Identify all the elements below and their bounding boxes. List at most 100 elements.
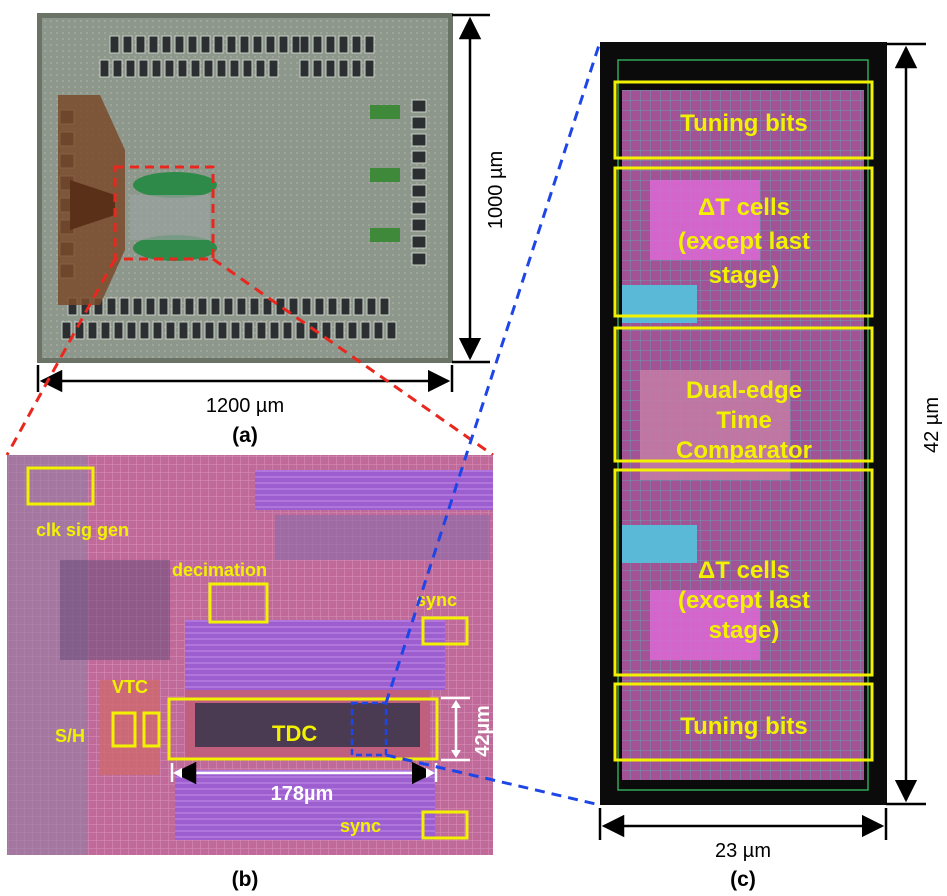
- bond-pad: [366, 297, 377, 316]
- bond-pad: [165, 321, 176, 340]
- bond-pad: [113, 321, 124, 340]
- bond-pad: [334, 321, 345, 340]
- bond-pad: [126, 321, 137, 340]
- bond-pad: [299, 59, 310, 78]
- sh-box-1: [111, 711, 137, 748]
- sync-top-box: [421, 616, 469, 646]
- bond-pad: [411, 201, 427, 215]
- bond-pad: [177, 59, 188, 78]
- bond-pad: [288, 297, 299, 316]
- bond-pad: [119, 297, 130, 316]
- bond-pad: [164, 59, 175, 78]
- bond-pad: [203, 59, 214, 78]
- bond-pad: [411, 116, 427, 130]
- tdc-cell-zoom-box: [350, 701, 388, 757]
- tuning-bits-bottom-box: [613, 682, 874, 762]
- bond-pad: [265, 35, 276, 54]
- bond-pad: [312, 35, 323, 54]
- bond-pad: [100, 321, 111, 340]
- top-pads: [99, 35, 375, 78]
- bond-pad: [239, 35, 250, 54]
- bond-pad: [204, 321, 215, 340]
- die-photo: [37, 13, 453, 363]
- tdc-label: TDC: [272, 721, 317, 746]
- bond-pad: [139, 321, 150, 340]
- caption-c: (c): [730, 868, 756, 891]
- bond-pad: [411, 167, 427, 181]
- bond-pad: [99, 59, 110, 78]
- tuning-bits-top-box: [613, 80, 874, 160]
- decimation-box: [208, 582, 269, 624]
- bond-pad: [353, 297, 364, 316]
- layout-view: [7, 455, 493, 855]
- bond-pad: [138, 59, 149, 78]
- bond-pad: [411, 252, 427, 266]
- zoom-line-left: [5, 258, 117, 456]
- bond-pad: [109, 35, 120, 54]
- cell-width-label: 23 µm: [715, 840, 771, 862]
- sync-bottom-label: sync: [340, 816, 381, 836]
- bond-pad: [158, 297, 169, 316]
- tdc-width-label: 178µm: [271, 783, 334, 805]
- bond-pad: [106, 297, 117, 316]
- caption-b: (b): [232, 868, 259, 891]
- bond-pad: [268, 59, 279, 78]
- bond-pad: [347, 321, 358, 340]
- bond-pad: [217, 321, 228, 340]
- bond-pad: [236, 297, 247, 316]
- bond-pad: [411, 150, 427, 164]
- bond-pad: [379, 297, 390, 316]
- bond-pad: [411, 218, 427, 232]
- bond-pad: [210, 297, 221, 316]
- bond-pad: [226, 35, 237, 54]
- zoom-line-right: [212, 257, 494, 457]
- sync-bottom-box: [421, 810, 469, 840]
- bond-pad: [301, 297, 312, 316]
- bond-pad: [338, 35, 349, 54]
- bond-pad: [223, 297, 234, 316]
- vtc-label: VTC: [112, 677, 148, 697]
- bond-pad: [411, 133, 427, 147]
- bond-pad: [262, 297, 273, 316]
- bond-pad: [132, 297, 143, 316]
- bond-pad: [275, 297, 286, 316]
- bond-pad: [256, 321, 267, 340]
- bond-pad: [125, 59, 136, 78]
- cell-height-dimension: 42 µm: [886, 42, 943, 806]
- bond-pad: [299, 35, 310, 54]
- bond-pad: [122, 35, 133, 54]
- tdc-dimensions: 178µm 42µm: [170, 696, 494, 805]
- die-width-dimension: 1200 µm: [36, 365, 454, 417]
- bond-pad: [269, 321, 280, 340]
- bond-pad: [312, 59, 323, 78]
- tdc-box: [167, 697, 439, 761]
- bond-pad: [135, 35, 146, 54]
- right-pads: [411, 99, 427, 266]
- die-width-label: 1200 µm: [206, 395, 284, 417]
- bond-pad: [327, 297, 338, 316]
- delta-t-cells-bottom-box: [613, 468, 874, 677]
- bond-pad: [152, 321, 163, 340]
- bond-pad: [252, 35, 263, 54]
- die-height-label: 1000 µm: [485, 151, 507, 229]
- clk-sig-gen-box: [26, 466, 95, 506]
- bond-pad: [411, 184, 427, 198]
- sync-top-label: sync: [416, 590, 457, 610]
- bond-pad: [249, 297, 260, 316]
- die-height-dimension: 1000 µm: [452, 13, 507, 364]
- bond-pad: [151, 59, 162, 78]
- bond-pad: [243, 321, 254, 340]
- bond-pad: [161, 35, 172, 54]
- bond-pad: [61, 321, 72, 340]
- tuning-bits-bottom-label: Tuning bits: [680, 713, 808, 740]
- bond-pad: [314, 297, 325, 316]
- zoom-region-box: [113, 165, 215, 261]
- bond-pad: [87, 321, 98, 340]
- zoom-line-top: [384, 41, 602, 704]
- bond-pad: [178, 321, 189, 340]
- cell-height-label: 42 µm: [921, 397, 943, 453]
